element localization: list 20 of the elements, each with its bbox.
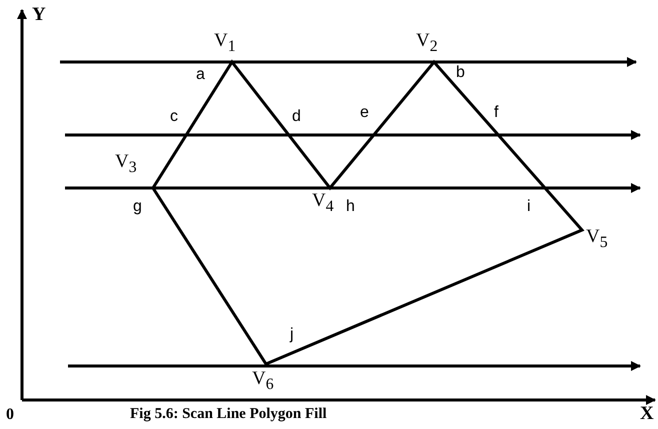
intersection-label: d: [292, 108, 301, 126]
vertex-label: V$_{4}$: [312, 192, 334, 216]
figure-caption: Fig 5.6: Scan Line Polygon Fill: [130, 406, 327, 423]
intersection-label: a: [196, 66, 205, 84]
intersection-label: e: [360, 104, 369, 122]
vertex-label: V$_{1}$: [214, 32, 236, 56]
vertex-label: V$_{5}$: [586, 228, 608, 252]
axis-label: Y: [32, 6, 46, 24]
intersection-label: i: [527, 198, 531, 216]
axis-label: X: [640, 405, 654, 423]
intersection-label: j: [290, 326, 294, 344]
intersection-label: c: [170, 108, 178, 126]
intersection-label: g: [133, 198, 142, 216]
vertex-label: V$_{6}$: [252, 370, 274, 394]
vertex-label: V$_{3}$: [115, 153, 137, 177]
vertex-label: V$_{2}$: [416, 32, 438, 56]
intersection-label: f: [494, 104, 498, 122]
intersection-label: h: [346, 198, 355, 216]
origin-label: 0: [6, 406, 14, 424]
intersection-label: b: [456, 64, 465, 82]
